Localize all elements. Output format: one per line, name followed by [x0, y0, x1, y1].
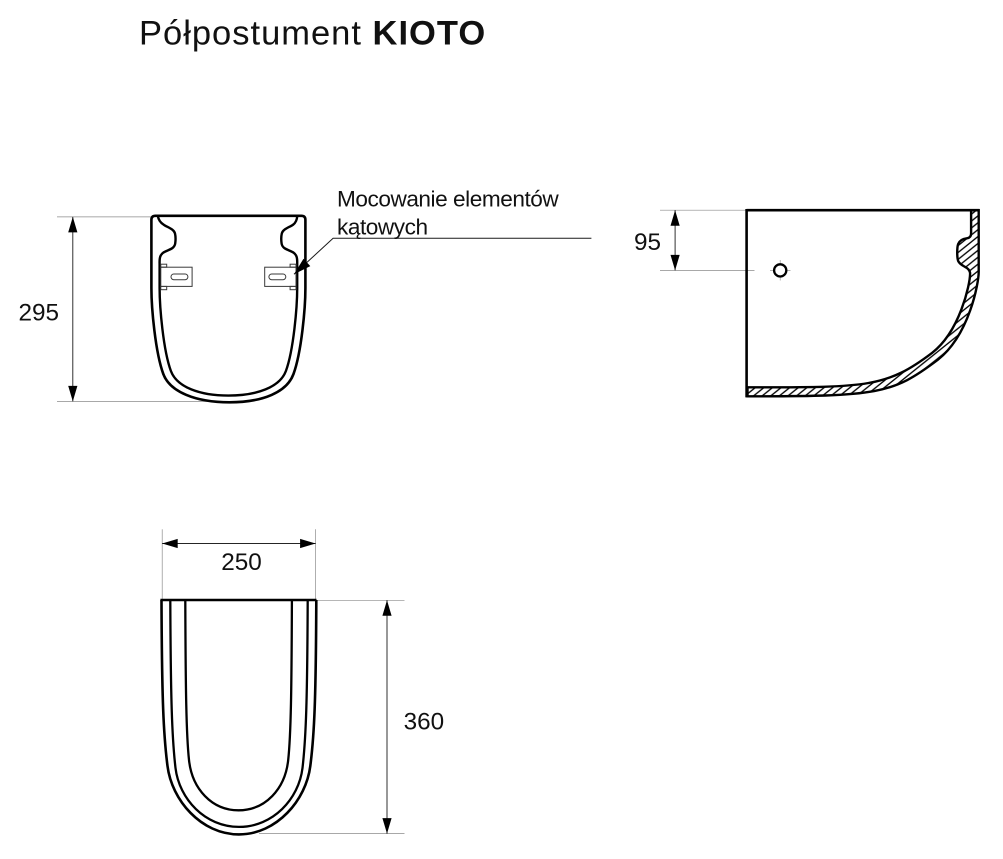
- svg-text:360: 360: [404, 708, 445, 735]
- svg-text:kątowych: kątowych: [337, 215, 428, 240]
- svg-text:295: 295: [18, 300, 59, 327]
- svg-text:Półpostument KIOTO: Półpostument KIOTO: [139, 15, 486, 53]
- svg-text:250: 250: [221, 549, 262, 576]
- svg-text:95: 95: [634, 229, 661, 256]
- svg-text:Mocowanie elementów: Mocowanie elementów: [337, 187, 559, 212]
